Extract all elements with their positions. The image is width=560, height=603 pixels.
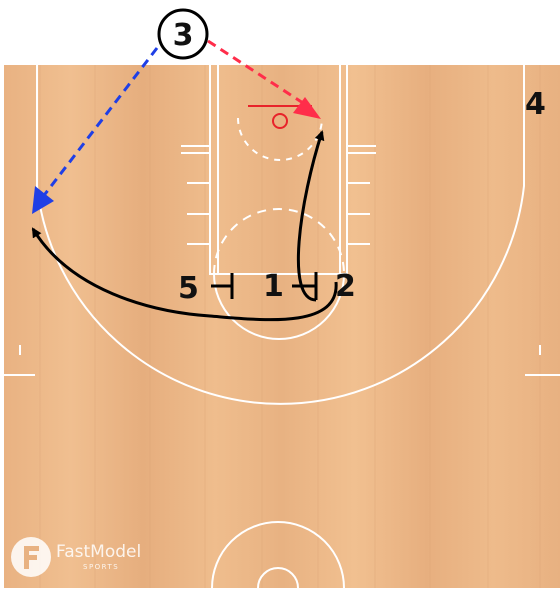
player-4-label: 4 bbox=[525, 87, 546, 122]
pass-to-corner-line bbox=[40, 47, 159, 199]
court-floor bbox=[4, 65, 560, 588]
pass-to-corner-arrowhead bbox=[32, 186, 54, 214]
cut-path-player-2 bbox=[296, 130, 325, 302]
fastmodel-brand: FastModel bbox=[56, 542, 141, 562]
center-circle bbox=[211, 521, 345, 589]
cut-path-player-1 bbox=[31, 227, 338, 322]
player-1-label: 1 bbox=[263, 269, 284, 304]
rim bbox=[272, 113, 288, 129]
court-lines bbox=[4, 65, 560, 589]
free-throw-circle-top bbox=[213, 208, 345, 275]
fastmodel-logo: FastModel SPORTS bbox=[11, 537, 141, 577]
pass-to-rim-line bbox=[207, 39, 304, 105]
screens bbox=[211, 272, 318, 300]
lane-outer bbox=[209, 65, 348, 275]
three-point-line bbox=[36, 65, 525, 405]
free-throw-circle-bottom bbox=[213, 273, 345, 340]
player-3-label: 3 bbox=[173, 18, 194, 53]
center-circle-inner bbox=[257, 567, 299, 589]
player-5-label: 5 bbox=[178, 271, 199, 306]
pass-to-rim-arrowhead bbox=[293, 97, 321, 119]
lane-inner bbox=[217, 65, 341, 274]
fastmodel-sub: SPORTS bbox=[83, 563, 119, 571]
player-2-label: 2 bbox=[335, 269, 356, 304]
player-3-circle bbox=[157, 8, 209, 60]
